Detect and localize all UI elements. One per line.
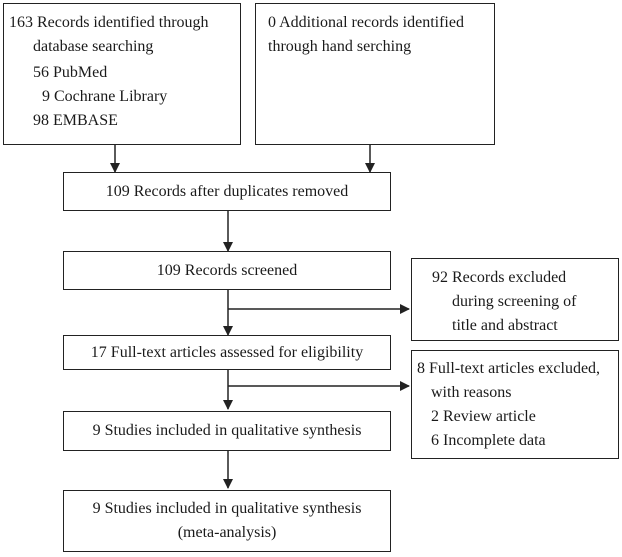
- meta-analysis-line2: (meta-analysis): [177, 524, 277, 541]
- additional-records-line2: through hand serching: [268, 38, 412, 55]
- records-screened-box: [63, 251, 391, 290]
- records-identified-box: [3, 3, 241, 145]
- additional-records-box: [255, 3, 495, 145]
- records-excluded-line2: during screening of: [452, 293, 577, 310]
- fulltext-assessed-text: 17 Full-text articles assessed for eligi…: [90, 344, 364, 361]
- duplicates-removed-box: [63, 172, 391, 211]
- records-identified-cochrane: 9 Cochrane Library: [42, 88, 168, 105]
- records-identified-embase: 98 EMBASE: [33, 112, 118, 129]
- records-screened-text: 109 Records screened: [156, 262, 298, 279]
- records-identified-line2: database searching: [33, 38, 154, 55]
- fulltext-excluded-box: [411, 350, 619, 459]
- qualitative-synthesis-box: [63, 411, 391, 451]
- records-excluded-line3: title and abstract: [452, 317, 558, 334]
- fulltext-excluded-line2: with reasons: [431, 384, 512, 401]
- qualitative-synthesis-text: 9 Studies included in qualitative synthe…: [92, 422, 362, 439]
- fulltext-excluded-review: 2 Review article: [431, 408, 536, 425]
- records-excluded-line1: 92 Records excluded: [432, 269, 567, 286]
- records-identified-pubmed: 56 PubMed: [33, 64, 108, 81]
- duplicates-removed-text: 109 Records after duplicates removed: [105, 183, 349, 200]
- meta-analysis-line1: 9 Studies included in qualitative synthe…: [92, 500, 362, 517]
- fulltext-assessed-box: [63, 335, 391, 370]
- fulltext-excluded-incomplete: 6 Incomplete data: [431, 432, 546, 449]
- records-excluded-box: [411, 258, 619, 341]
- meta-analysis-box: [63, 490, 391, 552]
- fulltext-excluded-line1: 8 Full-text articles excluded,: [417, 360, 601, 377]
- records-identified-line1: 163 Records identified through: [9, 14, 209, 31]
- additional-records-line1: 0 Additional records identified: [268, 14, 464, 31]
